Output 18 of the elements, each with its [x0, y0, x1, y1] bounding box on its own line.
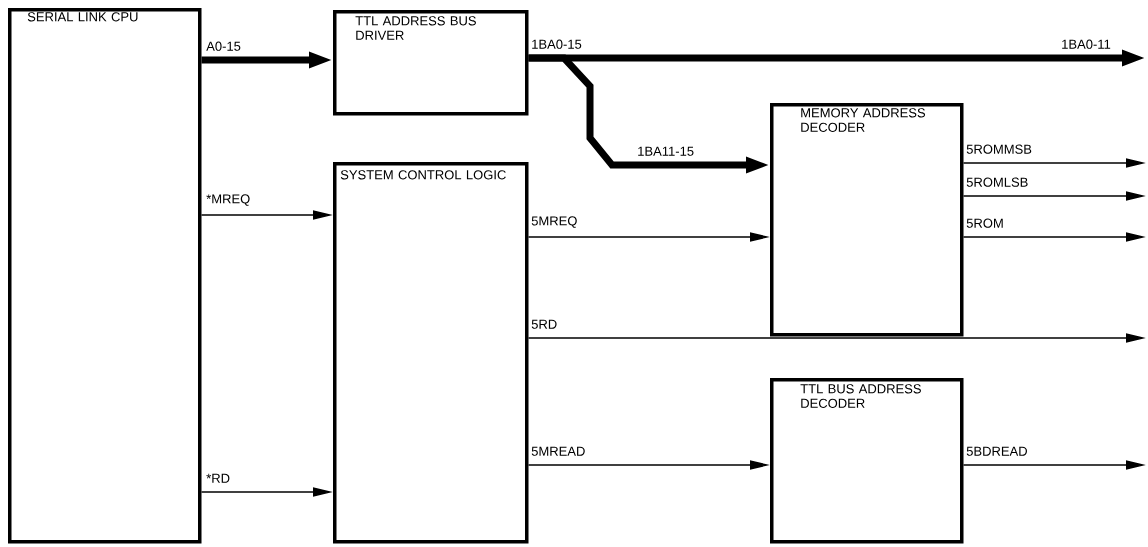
- signal-label: 1BA11-15: [638, 146, 694, 156]
- block-box: TTL ADDRESS BUS DRIVER: [333, 10, 529, 116]
- signal-label: 1BA0-15: [532, 39, 582, 49]
- signal-label: 5ROMLSB: [966, 177, 1028, 187]
- signal-label: A0-15: [206, 41, 241, 51]
- signal-label: 5RD: [531, 319, 557, 329]
- signal-label: 5ROM: [966, 218, 1003, 228]
- block-box: SYSTEM CONTROL LOGIC: [333, 162, 529, 544]
- signal-label: 5MREQ: [531, 216, 577, 228]
- signal-label: 5MREAD: [531, 446, 585, 456]
- signal-label: *MREQ: [206, 194, 250, 206]
- block-box: MEMORY ADDRESS DECODER: [770, 103, 964, 337]
- signal-label: *RD: [206, 473, 230, 483]
- signal-label: 5BDREAD: [966, 446, 1027, 456]
- block-box: SERIAL LINK CPU: [8, 8, 202, 544]
- signal-label: 1BA0-11: [1062, 39, 1111, 49]
- block-box: TTL BUS ADDRESS DECODER: [770, 378, 964, 544]
- signal-label: 5ROMMSB: [966, 144, 1032, 154]
